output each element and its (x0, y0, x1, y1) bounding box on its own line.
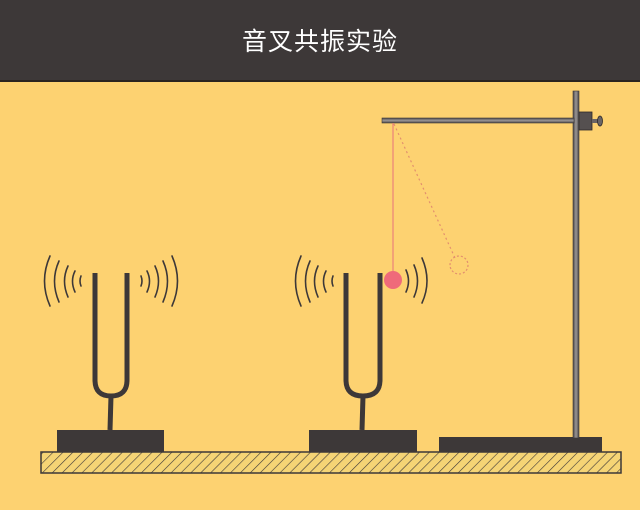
table (40, 451, 622, 474)
stand-base (439, 437, 602, 452)
clamp-icon (578, 111, 603, 131)
header-bar: 音叉共振实验 (0, 0, 640, 82)
pendulum (384, 123, 469, 289)
fork-base-left (57, 430, 164, 452)
pendulum-ghost-string (393, 123, 456, 259)
fork-base-right (309, 430, 417, 452)
page-title: 音叉共振实验 (241, 27, 398, 56)
pendulum-ball (384, 271, 402, 289)
pendulum-ghost-ball (449, 255, 469, 275)
stand-rod (572, 90, 580, 439)
tuning-fork-left (43, 255, 179, 452)
tuning-fork-right (294, 255, 428, 452)
sound-waves-left-icon (43, 255, 179, 307)
iron-stand (381, 90, 603, 452)
sound-waves-right-icon (294, 255, 428, 307)
stand-arm (381, 117, 575, 124)
